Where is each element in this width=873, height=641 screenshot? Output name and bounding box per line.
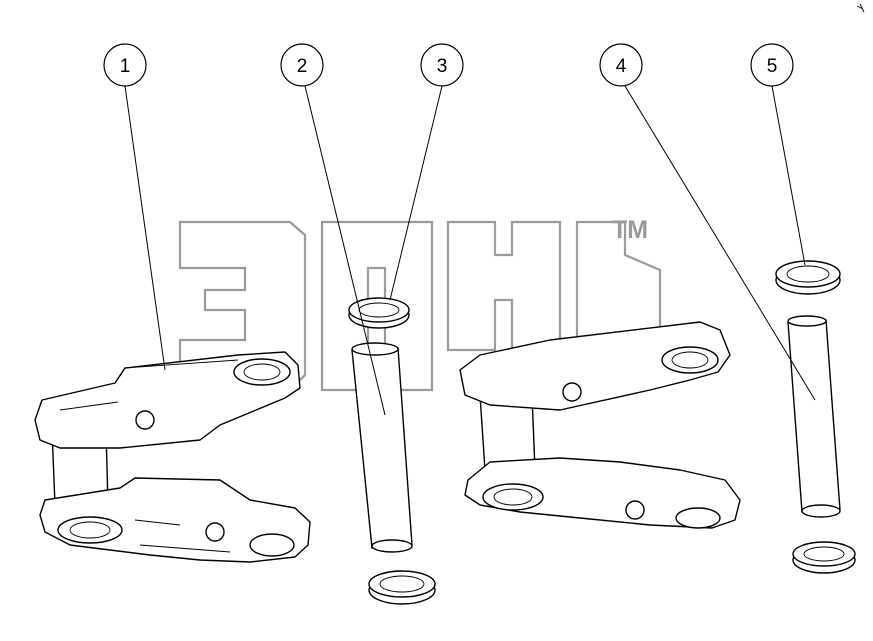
callout-3: 3 xyxy=(420,43,464,87)
callout-1-label: 1 xyxy=(120,56,131,77)
pin-right xyxy=(787,315,841,518)
seal-ring-bottom-middle xyxy=(368,570,436,605)
leader-5 xyxy=(771,85,806,266)
callout-2: 2 xyxy=(280,43,324,87)
callout-4: 4 xyxy=(599,43,643,87)
leader-lines xyxy=(124,85,816,416)
leader-2 xyxy=(304,85,386,416)
leader-3 xyxy=(389,85,443,301)
seal-ring-top-middle xyxy=(348,297,410,329)
callout-4-label: 4 xyxy=(616,56,627,77)
seal-ring-bottom-right xyxy=(792,541,856,574)
leader-4 xyxy=(624,85,816,401)
watermark-tm: TM xyxy=(612,216,648,244)
leader-1 xyxy=(124,85,166,371)
callout-1: 1 xyxy=(103,43,147,87)
corner-mark xyxy=(856,3,865,13)
seal-ring-top-right xyxy=(775,260,841,295)
callout-3-label: 3 xyxy=(437,56,448,77)
callout-2-label: 2 xyxy=(297,56,308,77)
chain-link-right xyxy=(459,321,741,529)
pin-middle xyxy=(351,342,413,553)
callout-5-label: 5 xyxy=(767,56,778,77)
callout-5: 5 xyxy=(750,43,794,87)
chain-link-left xyxy=(34,351,311,563)
